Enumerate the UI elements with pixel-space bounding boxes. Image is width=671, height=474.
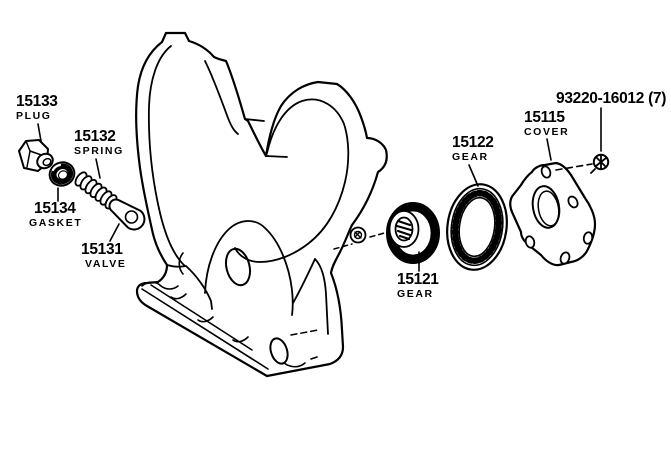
- leader-lines: [37, 107, 602, 272]
- leader-15132: [95, 158, 101, 179]
- part-name: GEAR: [397, 288, 434, 300]
- part-name: SPRING: [74, 145, 124, 157]
- leader-15133: [37, 123, 42, 142]
- part-name: PLUG: [16, 110, 52, 122]
- leader-15122: [468, 164, 479, 187]
- callout-15121[interactable]: 15121 GEAR: [397, 272, 439, 300]
- leader-93220-dashed: [555, 163, 593, 171]
- part-number: 93220-16012 (7): [556, 90, 667, 107]
- part-number: 15132: [74, 128, 116, 145]
- plug-drawing: [18, 139, 54, 172]
- drive-gear-drawing: [386, 202, 440, 264]
- part-number: 15115: [524, 109, 565, 126]
- part-number: 15133: [16, 93, 58, 110]
- part-name: COVER: [524, 126, 570, 138]
- relief-valve-drawing: [108, 198, 146, 231]
- body-bolt-icon: [349, 226, 367, 244]
- spring-drawing: [74, 171, 118, 210]
- part-name: VALVE: [85, 258, 127, 270]
- leader-15131: [109, 223, 120, 242]
- callout-93220-16012[interactable]: 93220-16012 (7): [556, 91, 666, 107]
- part-number: 15121: [397, 271, 439, 288]
- part-name: GEAR: [452, 151, 489, 163]
- callout-15131[interactable]: 15131 VALVE: [81, 242, 126, 270]
- part-name: GASKET: [29, 217, 83, 229]
- callout-15133[interactable]: 15133 PLUG: [16, 94, 58, 122]
- driven-gear-drawing: [446, 183, 508, 271]
- screw-drawing: [590, 153, 610, 174]
- gasket-drawing: [48, 161, 76, 187]
- callout-15115[interactable]: 15115 COVER: [524, 110, 569, 138]
- pump-cover-drawing: [509, 161, 597, 267]
- part-number: 15131: [81, 241, 123, 258]
- callout-15134[interactable]: 15134 GASKET: [29, 200, 82, 229]
- callout-15122[interactable]: 15122 GEAR: [452, 135, 494, 163]
- pump-body-drawing: [135, 31, 389, 378]
- part-number: 15122: [452, 134, 494, 151]
- callout-15132[interactable]: 15132 SPRING: [74, 129, 124, 157]
- part-number: 15134: [34, 200, 76, 217]
- leader-15115: [546, 138, 552, 161]
